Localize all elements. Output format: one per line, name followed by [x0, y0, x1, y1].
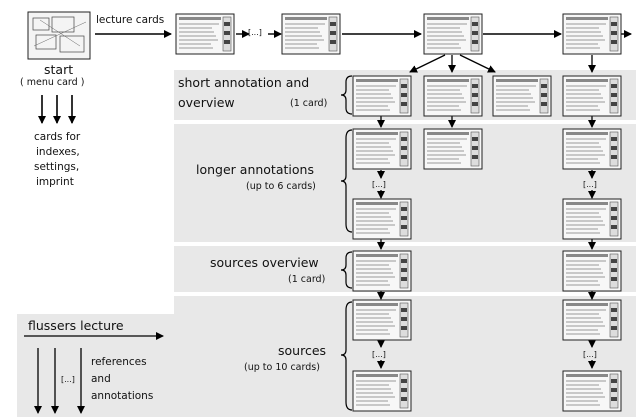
legend-box: [17, 314, 175, 417]
sources-overview-card-2: [562, 250, 622, 292]
start-down-arrows: [38, 95, 76, 124]
section-braces: [340, 75, 353, 411]
section-short-title-1: short annotation and: [178, 75, 310, 90]
sources-ellipsis-left: [...]: [372, 350, 386, 359]
lecture-card-1: [175, 13, 235, 55]
lecture-row-ellipsis: [...]: [248, 28, 262, 37]
legend-title: flussers lecture: [28, 318, 124, 333]
sources-overview-card-1: [352, 250, 412, 292]
section-sources-overview-title: sources overview: [210, 255, 319, 270]
start-subtitle: ( menu card ): [20, 77, 85, 88]
longer-annotation-card-2: [423, 128, 483, 170]
longer-annotation-card-4: [352, 198, 412, 240]
longer-annotation-card-5: [562, 198, 622, 240]
short-annotation-card-3: [492, 75, 552, 117]
side-cards-line-3: settings,: [34, 161, 80, 173]
source-card-4: [562, 370, 622, 412]
legend-right-line-3: annotations: [91, 390, 154, 402]
section-short-count: (1 card): [290, 98, 328, 109]
section-short-title-2: overview: [178, 95, 235, 110]
lecture-card-2: [281, 13, 341, 55]
section-longer-count: (up to 6 cards): [246, 181, 316, 192]
source-card-1: [352, 299, 412, 341]
longer-annotation-card-3: [562, 128, 622, 170]
start-menu-card: [27, 11, 91, 60]
longer-ellipsis-left: [...]: [372, 180, 386, 189]
source-card-3: [352, 370, 412, 412]
side-cards-line-1: cards for: [34, 131, 81, 143]
section-sources-count: (up to 10 cards): [244, 362, 320, 373]
section-sources-title: sources: [278, 343, 327, 358]
side-cards-line-4: imprint: [36, 176, 74, 188]
lecture-card-4: [562, 13, 622, 55]
lecture-cards-label: lecture cards: [96, 14, 165, 26]
short-annotation-card-1: [352, 75, 412, 117]
card-thumbnails: [175, 13, 622, 412]
short-annotation-card-4: [562, 75, 622, 117]
legend-right-line-1: references: [91, 356, 147, 368]
legend-ellipsis: [...]: [61, 375, 75, 384]
section-sources-overview-count: (1 card): [288, 274, 326, 285]
legend-right-line-2: and: [91, 373, 111, 385]
lecture-card-3: [423, 13, 483, 55]
longer-ellipsis-right: [...]: [583, 180, 597, 189]
side-cards-line-2: indexes,: [36, 146, 80, 158]
section-longer-title: longer annotations: [196, 162, 314, 177]
start-title: start: [44, 62, 74, 77]
sources-ellipsis-right: [...]: [583, 350, 597, 359]
legend-arrows: [24, 332, 164, 414]
short-annotation-card-2: [423, 75, 483, 117]
source-card-2: [562, 299, 622, 341]
longer-annotation-card-1: [352, 128, 412, 170]
